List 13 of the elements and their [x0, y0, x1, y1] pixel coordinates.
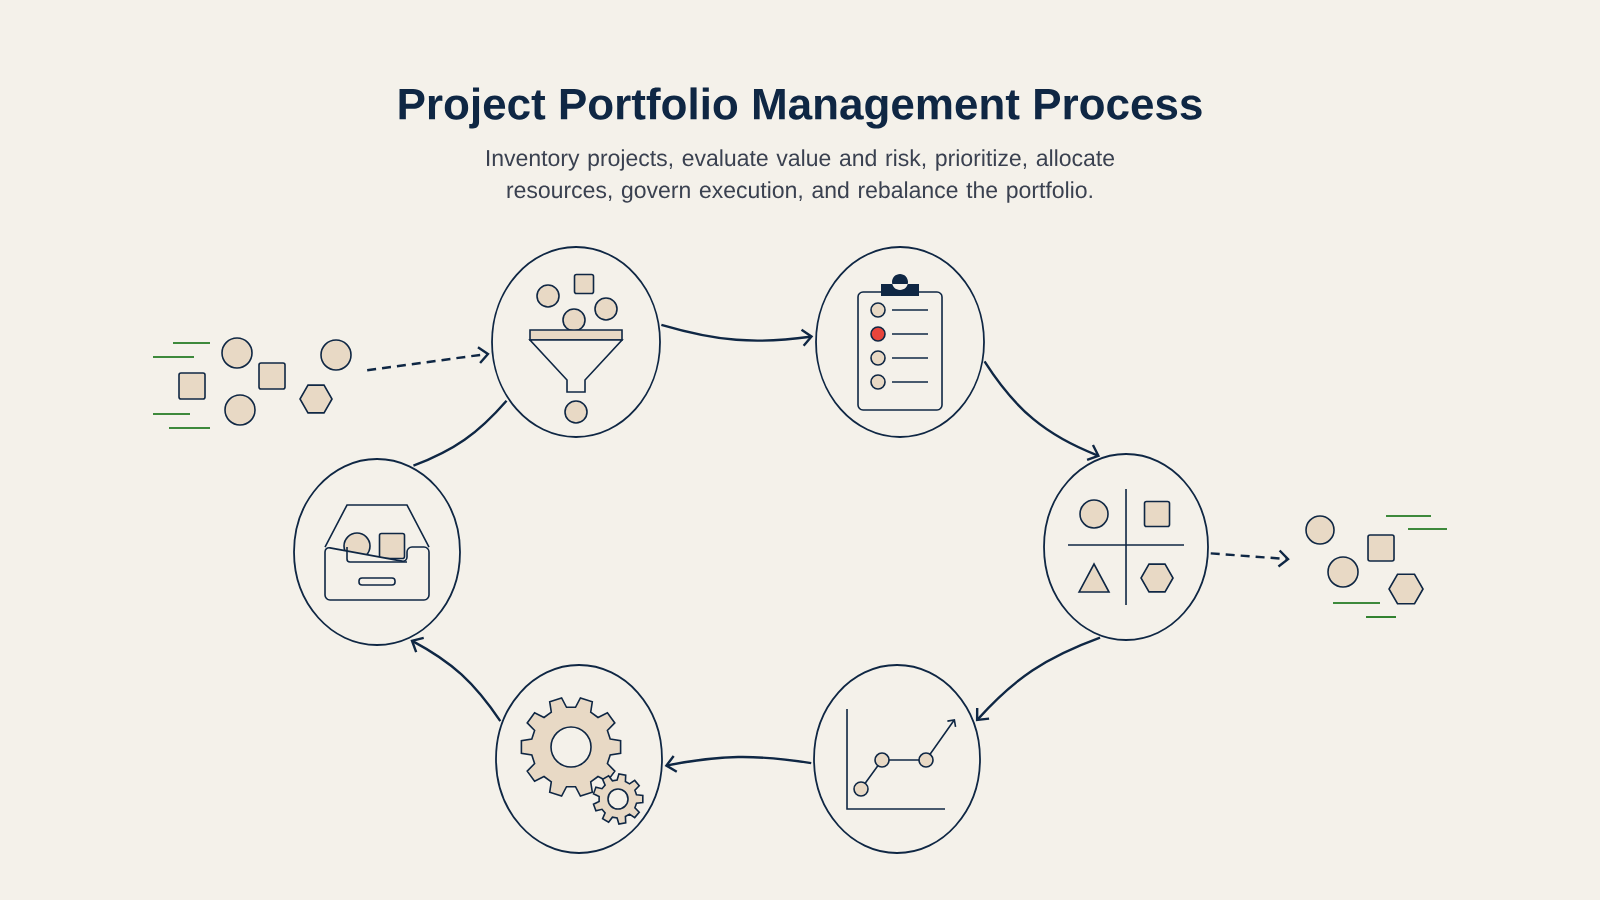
step-circle [815, 246, 985, 438]
title: Project Portfolio Management Process [399, 87, 1202, 129]
subtitle: Inventory projects, evaluate value and risk, prioritize, allocate resources, govern execution, and rebalance the portfolio. [487, 149, 1115, 203]
arrow [410, 636, 502, 722]
arrow [664, 755, 812, 773]
arrow [1210, 549, 1290, 568]
arrow [983, 360, 1101, 462]
step-circle [813, 664, 981, 854]
arrow [975, 636, 1101, 722]
shapes-drawing [1305, 515, 1448, 618]
arrow [661, 323, 814, 347]
arrow [367, 346, 490, 372]
shapes-drawing [152, 337, 352, 429]
